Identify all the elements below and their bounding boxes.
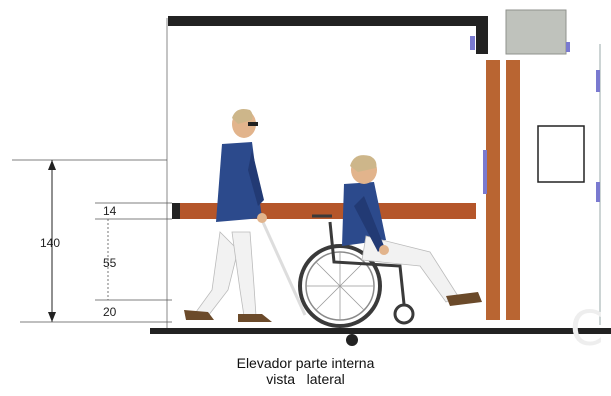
dimension-top: 14 — [103, 204, 117, 218]
wheelchair-user — [298, 155, 482, 328]
floor-pivot — [346, 334, 358, 346]
elevator-ceiling — [168, 16, 486, 26]
landing-accent-bottom — [596, 182, 600, 202]
elevator-button-panel — [537, 125, 585, 183]
dimension-bottom: 20 — [103, 305, 117, 319]
ceiling-corner — [476, 16, 488, 54]
ceiling-light — [470, 36, 475, 50]
outer-door-panel — [506, 60, 520, 320]
stone-block — [505, 9, 567, 55]
caption-line-2: vista lateral — [266, 371, 345, 387]
inner-door-panel — [486, 60, 500, 320]
handrail-bracket — [172, 203, 180, 219]
diagram-caption: Elevador parte interna vista lateral — [0, 355, 611, 387]
landing-accent-top — [596, 70, 600, 92]
dimension-total: 140 — [40, 236, 61, 250]
dim-arrow-down — [48, 312, 56, 322]
stone-accent — [566, 42, 570, 52]
standing-man-with-cane — [184, 109, 307, 322]
watermark-fragment: C — [570, 301, 604, 357]
door-accent — [483, 150, 487, 194]
elevator-floor — [150, 328, 611, 334]
caption-line-1: Elevador parte interna — [236, 355, 375, 371]
dim-arrow-up — [48, 160, 56, 170]
dimension-middle: 55 — [103, 256, 117, 270]
